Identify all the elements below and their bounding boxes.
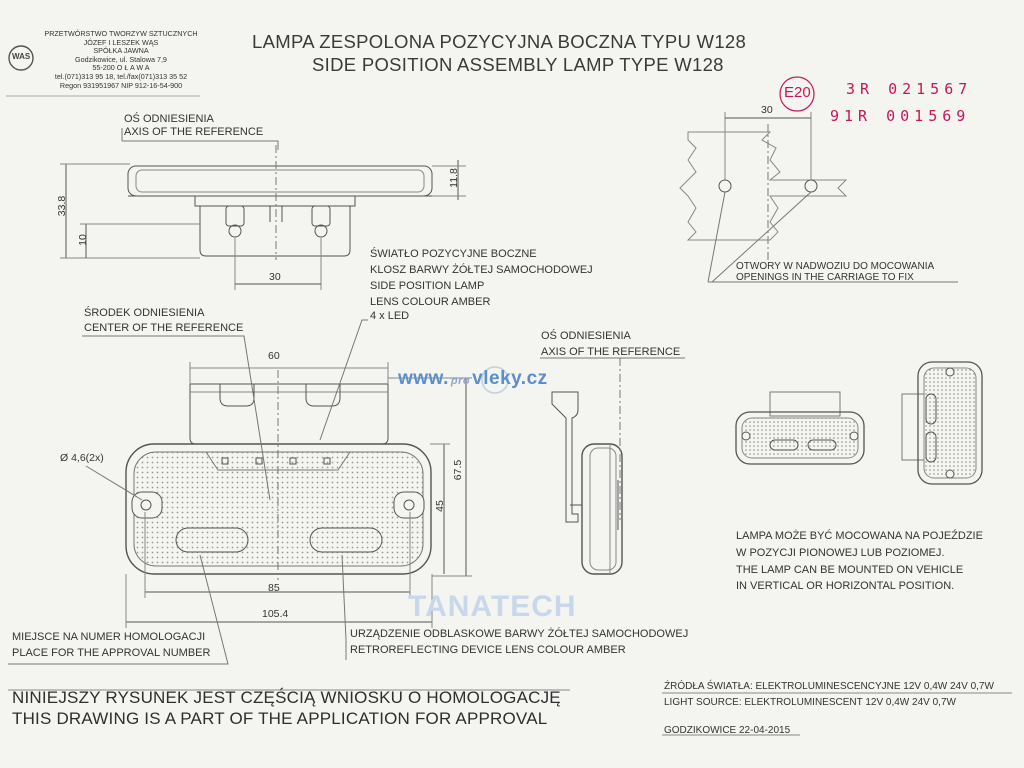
approval-code: 91R 001569 — [830, 107, 971, 125]
front-view — [8, 319, 472, 665]
label-lamp-pl2: KLOSZ BARWY ŻÓŁTEJ SAMOCHODOWEJ — [370, 264, 593, 276]
company-logo-text: WAS — [12, 52, 31, 61]
label-holes-pl: OTWORY W NADWOZIU DO MOCOWANIA — [736, 261, 935, 272]
page-title: LAMPA ZESPOLONA POZYCYJNA BOCZNA TYPU W1… — [252, 31, 747, 52]
horizontal-mount-view — [735, 391, 865, 465]
dim-45: 45 — [433, 500, 446, 512]
company-line: Godzikowice, ul. Stalowa 7,9 — [75, 54, 167, 64]
page-subtitle: SIDE POSITION ASSEMBLY LAMP TYPE W128 — [312, 54, 724, 75]
company-line: SPÓŁKA JAWNA — [93, 46, 149, 56]
label-mount-en2: IN VERTICAL OR HORIZONTAL POSITION. — [736, 580, 955, 592]
label-homol-en: PLACE FOR THE APPROVAL NUMBER — [12, 647, 211, 659]
dim-hole: Ø 4,6(2x) — [60, 452, 104, 464]
company-line: PRZETWÓRSTWO TWORZYW SZTUCZNYCH — [44, 29, 198, 38]
company-logo — [8, 45, 34, 71]
label-lamp-en2: LENS COLOUR AMBER — [370, 296, 491, 308]
label-axis2-pl: OŚ ODNIESIENIA — [541, 330, 631, 342]
dim-60: 60 — [268, 350, 280, 362]
label-center-pl: ŚRODEK ODNIESIENIA — [84, 307, 205, 319]
watermark-site-c: vleky.cz — [472, 368, 548, 389]
company-line: 55-200 O Ł A W A — [92, 63, 150, 73]
approval-code: 3R 021567 — [846, 80, 973, 98]
label-retro-en: RETROREFLECTING DEVICE LENS COLOUR AMBER — [350, 644, 626, 656]
label-mount-pl2: W POZYCJI PIONOWEJ LUB POZIOMEJ. — [736, 547, 945, 559]
side-view — [540, 357, 685, 575]
dim-30: 30 — [269, 271, 281, 283]
company-line: tel.(071)313 95 18, tel./fax(071)313 35 … — [54, 71, 188, 81]
note-pl: NINIEJSZY RYSUNEK JEST CZĘŚCIĄ WNIOSKU O… — [12, 688, 561, 707]
label-center-en: CENTER OF THE REFERENCE — [84, 322, 244, 334]
label-axis2-en: AXIS OF THE REFERENCE — [541, 346, 681, 358]
dim-33-8: 33.8 — [56, 195, 69, 217]
label-source-en: LIGHT SOURCE: ELEKTROLUMINESCENT 12V 0,4… — [664, 697, 956, 708]
watermark-circle — [481, 366, 509, 394]
company-header: PRZETWÓRSTWO TWORZYW SZTUCZNYCH JÓZEF I … — [40, 29, 202, 90]
vertical-mount-view — [901, 361, 983, 485]
label-place-date: GODZIKOWICE 22-04-2015 — [664, 725, 791, 736]
dim-10: 10 — [76, 234, 89, 246]
label-axis-pl: OŚ ODNIESIENIA — [124, 113, 214, 125]
label-mount-pl1: LAMPA MOŻE BYĆ MOCOWANA NA POJEŹDZIE — [736, 530, 983, 542]
dim-67-5: 67.5 — [452, 459, 465, 481]
watermark-brand: TANATECH — [408, 590, 577, 623]
watermark-site-b: pro — [450, 375, 471, 387]
label-mount-en1: THE LAMP CAN BE MOUNTED ON VEHICLE — [736, 564, 964, 576]
mounting-diagram — [679, 112, 958, 283]
company-line: JÓZEF I LESZEK WĄS — [83, 37, 159, 47]
dim-30-mount: 30 — [761, 104, 773, 116]
company-line: Regon 931951967 NIP 912-16-54-900 — [59, 80, 183, 90]
label-retro-pl: URZĄDZENIE ODBLASKOWE BARWY ŻÓŁTEJ SAMOC… — [350, 628, 689, 640]
label-lamp-pl1: ŚWIATŁO POZYCYJNE BOCZNE — [370, 248, 537, 260]
approval-mark-circle — [779, 76, 815, 112]
label-led: 4 x LED — [370, 310, 410, 322]
dim-85: 85 — [268, 582, 280, 594]
label-source-pl: ŹRÓDŁA ŚWIATŁA: ELEKTROLUMINESCENCYJNE 1… — [664, 681, 994, 692]
dim-11-8: 11.8 — [447, 168, 460, 188]
top-view — [60, 128, 466, 290]
label-axis-en: AXIS OF THE REFERENCE — [124, 126, 264, 138]
note-en: THIS DRAWING IS A PART OF THE APPLICATIO… — [12, 709, 548, 728]
label-holes-en: OPENINGS IN THE CARRIAGE TO FIX — [736, 272, 914, 283]
label-lamp-en1: SIDE POSITION LAMP — [370, 280, 485, 292]
dim-105-4: 105.4 — [262, 608, 289, 620]
approval-mark: E20 — [784, 84, 811, 101]
watermark-site-a: www. — [398, 368, 449, 389]
label-homol-pl: MIEJSCE NA NUMER HOMOLOGACJI — [12, 631, 206, 643]
